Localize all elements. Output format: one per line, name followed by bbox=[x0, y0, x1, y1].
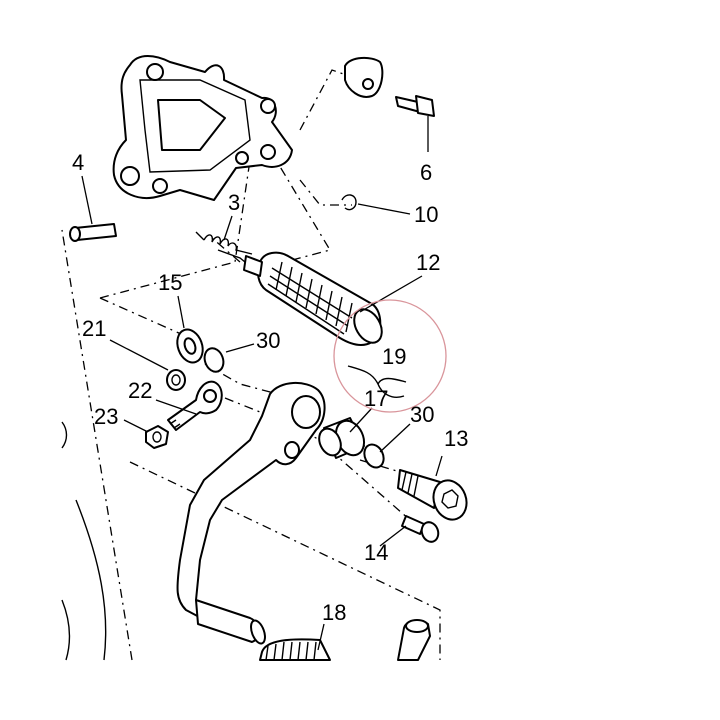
footpeg-12 bbox=[243, 251, 383, 346]
rod-end-22 bbox=[167, 380, 223, 431]
pedal-pad-18 bbox=[259, 638, 331, 661]
label-22: 22 bbox=[128, 378, 152, 403]
leader-lines bbox=[81, 116, 443, 651]
pin-4 bbox=[69, 223, 117, 242]
highlight-circle bbox=[333, 299, 447, 413]
oring-30-right bbox=[363, 443, 385, 469]
brace-19 bbox=[347, 365, 407, 398]
oring-30-left bbox=[203, 347, 225, 373]
label-17: 17 bbox=[364, 386, 388, 411]
label-6: 6 bbox=[420, 160, 432, 185]
clip-10 bbox=[341, 194, 357, 211]
label-12: 12 bbox=[416, 250, 440, 275]
label-15: 15 bbox=[158, 270, 182, 295]
bushing-17 bbox=[318, 417, 366, 459]
pivot-bolt-13 bbox=[397, 469, 468, 521]
label-30-left: 30 bbox=[256, 328, 280, 353]
label-3: 3 bbox=[228, 190, 240, 215]
washer-15 bbox=[176, 328, 204, 364]
bolt-14 bbox=[401, 515, 440, 543]
label-10: 10 bbox=[414, 202, 438, 227]
frame-bracket bbox=[112, 55, 293, 201]
label-30-right: 30 bbox=[410, 402, 434, 427]
bolt-6 bbox=[344, 56, 435, 117]
label-13: 13 bbox=[444, 426, 468, 451]
label-18: 18 bbox=[322, 600, 346, 625]
label-23: 23 bbox=[94, 404, 118, 429]
label-21: 21 bbox=[82, 316, 106, 341]
spring-3 bbox=[195, 231, 253, 267]
brake-pedal-lever bbox=[176, 382, 326, 645]
part-labels: 3 4 6 10 12 13 14 15 17 18 19 21 22 23 3… bbox=[72, 150, 468, 625]
shaft-piece bbox=[397, 619, 431, 661]
label-14: 14 bbox=[364, 540, 388, 565]
label-4: 4 bbox=[72, 150, 84, 175]
frame-edge bbox=[61, 421, 107, 661]
collar-21 bbox=[166, 369, 186, 391]
nut-23 bbox=[145, 425, 169, 449]
label-19: 19 bbox=[382, 344, 406, 369]
